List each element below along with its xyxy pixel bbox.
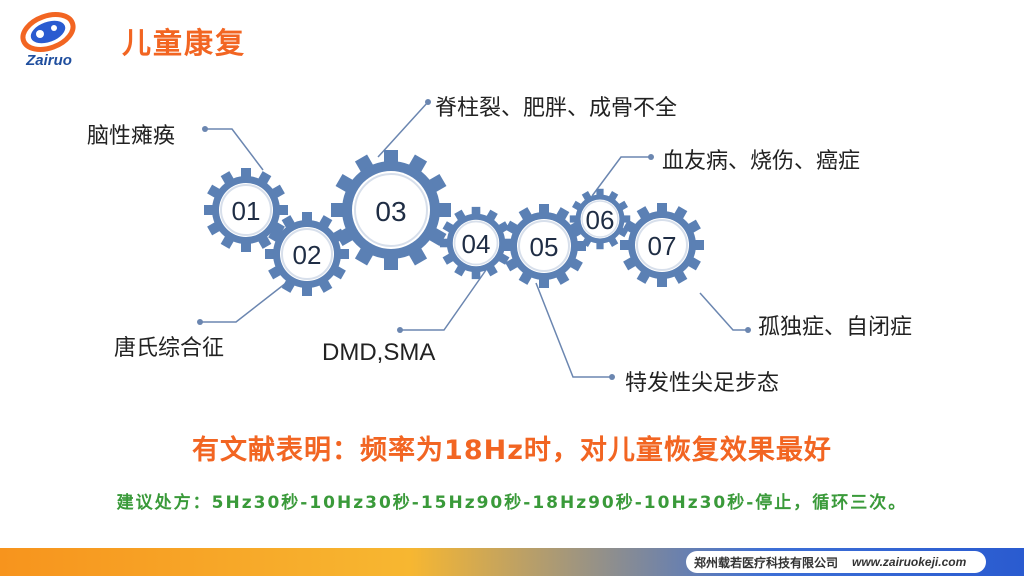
label-dmd-sma: DMD,SMA — [322, 339, 436, 366]
gear-number-05: 05 — [530, 232, 559, 262]
connector-01 — [205, 128, 264, 171]
company-name: 郑州载若医疗科技有限公司 — [694, 555, 839, 570]
connector-04 — [400, 269, 487, 331]
gear-number-03: 03 — [375, 196, 406, 227]
gear-number-02: 02 — [293, 240, 322, 270]
page-title: 儿童康复 — [122, 26, 247, 60]
prescription-text: 建议处方：5Hz30秒-10Hz30秒-15Hz90秒-18Hz90秒-10Hz… — [116, 493, 908, 513]
connector-02 — [200, 282, 287, 323]
connector-05 — [535, 282, 612, 378]
label-down-syndrome: 唐氏综合征 — [114, 336, 225, 361]
website-link[interactable]: www.zairuokeji.com — [852, 555, 967, 569]
label-hemophilia: 血友病、烧伤、癌症 — [662, 149, 861, 174]
gear-number-01: 01 — [232, 196, 261, 226]
label-spina-bifida: 脊柱裂、肥胖、成骨不全 — [435, 96, 678, 121]
connector-dot-03 — [425, 99, 431, 105]
gear-number-06: 06 — [586, 205, 615, 235]
gear-number-07: 07 — [648, 231, 677, 261]
connector-dot-02 — [197, 319, 203, 325]
connector-dot-04 — [397, 327, 403, 333]
conclusion-text: 有文献表明：频率为18Hz时，对儿童恢复效果最好 — [192, 435, 832, 466]
connector-dot-06 — [648, 154, 654, 160]
footer-pill: 郑州载若医疗科技有限公司 www.zairuokeji.com — [686, 551, 986, 573]
connector-dot-05 — [609, 374, 615, 380]
gear-number-04: 04 — [462, 229, 491, 259]
zairuo-logo-icon — [20, 12, 76, 52]
label-toe-walking: 特发性尖足步态 — [625, 371, 780, 396]
connector-dot-07 — [745, 327, 751, 333]
logo-text: Zairuo — [26, 52, 72, 69]
connector-03 — [377, 101, 429, 158]
connector-dot-01 — [202, 126, 208, 132]
connector-06 — [591, 156, 651, 197]
connector-07 — [699, 292, 748, 331]
label-cerebral-palsy: 脑性瘫痪 — [87, 124, 176, 149]
label-autism: 孤独症、自闭症 — [758, 315, 913, 340]
